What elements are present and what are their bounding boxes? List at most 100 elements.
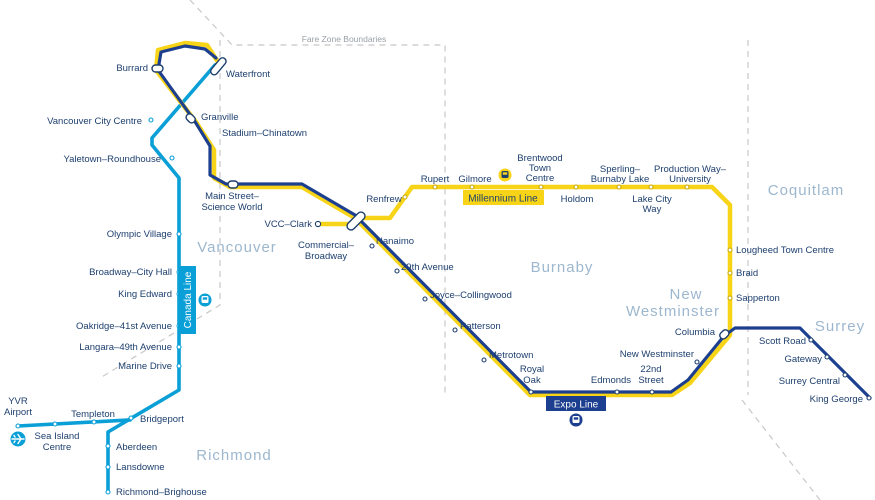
canada-line-badge[interactable]: Canada Line [178, 266, 196, 334]
station-lake-city-2[interactable]: Way [643, 204, 662, 215]
canada-line-main-track [106, 63, 217, 494]
station-braid[interactable]: Braid [736, 268, 758, 279]
stop-gilmore [469, 184, 475, 190]
station-waterfront[interactable]: Waterfront [226, 69, 270, 80]
station-patterson[interactable]: Patterson [460, 321, 501, 332]
station-22nd-street-2[interactable]: Street [638, 375, 664, 386]
millennium-line [153, 40, 733, 398]
region-coquitlam: Coquitlam [768, 182, 845, 199]
station-commercial-broadway-2[interactable]: Broadway [305, 251, 347, 262]
interchanges [151, 57, 730, 340]
stop-lansdowne [105, 464, 111, 470]
station-stadium-chinatown[interactable]: Stadium–Chinatown [222, 128, 307, 139]
station-29th-avenue[interactable]: 29th Avenue [401, 262, 454, 273]
stop-sapperton [727, 295, 733, 301]
stop-marine-drive [176, 363, 182, 369]
station-renfrew[interactable]: Renfrew [366, 194, 402, 205]
station-sea-island-1[interactable]: Sea Island [35, 431, 80, 442]
station-lansdowne[interactable]: Lansdowne [116, 462, 165, 473]
station-gateway[interactable]: Gateway [785, 354, 823, 365]
station-vcc-clark[interactable]: VCC–Clark [264, 219, 312, 230]
station-production-way-2[interactable]: University [669, 174, 711, 185]
station-yaletown-roundhouse[interactable]: Yaletown–Roundhouse [63, 154, 161, 165]
stop-sperling [616, 184, 622, 190]
station-king-edward[interactable]: King Edward [118, 289, 172, 300]
station-langara-49th[interactable]: Langara–49th Avenue [79, 342, 172, 353]
station-gilmore[interactable]: Gilmore [458, 174, 491, 185]
station-broadway-city-hall[interactable]: Broadway–City Hall [89, 267, 172, 278]
stop-renfrew [402, 194, 408, 200]
stop-metrotown [481, 357, 487, 363]
station-templeton[interactable]: Templeton [71, 409, 115, 420]
station-22nd-street-1[interactable]: 22nd [640, 364, 661, 375]
stop-langara [176, 344, 182, 350]
station-columbia[interactable]: Columbia [675, 327, 716, 338]
station-labels: Waterfront Burrard Granville Stadium–Chi… [4, 63, 863, 498]
airplane-icon [10, 431, 26, 447]
stop-surrey-central [842, 372, 848, 378]
station-sapperton[interactable]: Sapperton [736, 293, 780, 304]
station-brentwood-1[interactable]: Brentwood [517, 153, 562, 164]
station-king-george[interactable]: King George [810, 394, 863, 405]
region-burnaby: Burnaby [531, 259, 594, 276]
burrard-marker [151, 64, 164, 73]
station-royal-oak-2[interactable]: Oak [523, 375, 541, 386]
canada-line-badge-box [178, 266, 196, 334]
expo-line-badge[interactable]: Expo Line [546, 396, 606, 411]
station-production-way-1[interactable]: Production Way– [654, 164, 727, 175]
station-commercial-broadway-1[interactable]: Commercial– [298, 240, 355, 251]
station-scott-road[interactable]: Scott Road [759, 336, 806, 347]
train-icon-window [502, 172, 508, 175]
stop-holdom [573, 184, 579, 190]
station-aberdeen[interactable]: Aberdeen [116, 442, 157, 453]
station-burrard[interactable]: Burrard [116, 63, 148, 74]
station-brentwood-2[interactable]: Town [529, 163, 551, 174]
station-yvr-1[interactable]: YVR [8, 396, 28, 407]
columbia-marker [719, 329, 730, 340]
station-edmonds[interactable]: Edmonds [591, 375, 631, 386]
zone-boundary-vancouver [189, 0, 446, 395]
station-metrotown[interactable]: Metrotown [489, 350, 533, 361]
station-richmond-brighouse[interactable]: Richmond–Brighouse [116, 487, 207, 498]
station-brentwood-3[interactable]: Centre [526, 173, 555, 184]
stop-rupert [432, 184, 438, 190]
station-main-street-2[interactable]: Science World [201, 202, 262, 213]
station-sperling-1[interactable]: Sperling– [600, 164, 641, 175]
station-vancouver-city-centre[interactable]: Vancouver City Centre [47, 116, 142, 127]
waterfront-interchange [210, 57, 227, 76]
expo-line-train-icon [569, 413, 583, 427]
station-main-street-1[interactable]: Main Street– [205, 191, 260, 202]
stop-brentwood [538, 184, 544, 190]
stop-bridgeport [128, 415, 134, 421]
station-oakridge-41st[interactable]: Oakridge–41st Avenue [76, 321, 172, 332]
station-marine-drive[interactable]: Marine Drive [118, 361, 172, 372]
stop-braid [727, 270, 733, 276]
station-royal-oak-1[interactable]: Royal [520, 364, 544, 375]
expo-line-badge-box [546, 396, 606, 411]
station-sea-island-2[interactable]: Centre [43, 442, 72, 453]
canada-line-label: Canada Line [183, 271, 194, 328]
station-bridgeport[interactable]: Bridgeport [140, 414, 184, 425]
stop-gateway [824, 354, 830, 360]
station-joyce-collingwood[interactable]: Joyce–Collingwood [430, 290, 512, 301]
stop-production-way [684, 184, 690, 190]
station-granville[interactable]: Granville [201, 112, 239, 123]
region-vancouver: Vancouver [197, 239, 277, 256]
station-lake-city-1[interactable]: Lake City [632, 194, 672, 205]
station-olympic-village[interactable]: Olympic Village [107, 229, 172, 240]
stop-templeton [91, 419, 97, 425]
station-rupert[interactable]: Rupert [421, 174, 450, 185]
stop-vcc-clark [314, 220, 322, 228]
stop-king-george [866, 395, 872, 401]
station-lougheed-town-centre[interactable]: Lougheed Town Centre [736, 245, 834, 256]
canada-line-train-icon [198, 293, 212, 307]
station-surrey-central[interactable]: Surrey Central [779, 376, 840, 387]
station-holdom[interactable]: Holdom [561, 194, 594, 205]
station-new-westminster[interactable]: New Westminster [620, 349, 694, 360]
station-yvr-2[interactable]: Airport [4, 407, 32, 418]
stop-richmond-brighouse [105, 489, 111, 495]
millennium-line-badge[interactable]: Millennium Line [463, 190, 544, 205]
station-sperling-2[interactable]: Burnaby Lake [591, 174, 650, 185]
fare-zone-boundaries [99, 0, 821, 500]
station-nanaimo[interactable]: Nanaimo [376, 236, 414, 247]
